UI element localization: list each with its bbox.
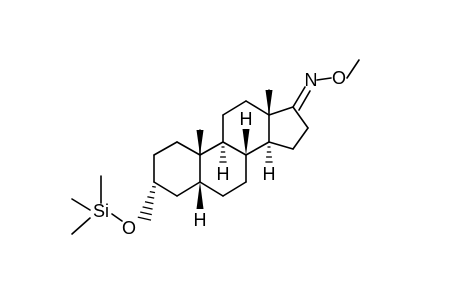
bond-c10-c9 xyxy=(199,141,224,156)
hashed-wedge-bonds xyxy=(137,146,273,221)
bond-c17-n-a xyxy=(292,86,306,108)
bond-c11-c12 xyxy=(222,100,247,116)
atom-label-h8: H xyxy=(240,109,253,129)
hashed-bond-c9-h xyxy=(219,146,227,163)
bond-o-ch3 xyxy=(346,59,360,79)
atom-label-oxime-o: O xyxy=(332,68,346,88)
bond-o-si xyxy=(111,213,123,222)
atom-label-h14: H xyxy=(263,164,276,184)
bond-n-o xyxy=(316,77,332,81)
wedge-bond-c10-me xyxy=(196,130,204,155)
wedge-bond-c13-me xyxy=(265,90,273,115)
atom-labels: Si O N O H H H H xyxy=(93,68,346,238)
bond-c17-n-b xyxy=(298,90,311,111)
bond-c15-c14 xyxy=(268,141,294,150)
atom-label-si: Si xyxy=(93,201,109,221)
bond-c12-c13 xyxy=(245,100,270,116)
atom-label-ether-o: O xyxy=(122,218,136,238)
bond-c4-c5 xyxy=(176,181,201,197)
bond-c13-c17 xyxy=(268,106,294,116)
bond-si-me-bottom xyxy=(71,217,91,235)
bond-c9-c8 xyxy=(222,141,247,156)
bond-c16-c15 xyxy=(292,127,309,150)
hashed-bond-c14-h xyxy=(265,146,273,163)
bond-si-me-left xyxy=(71,198,91,211)
bond-c17-c16 xyxy=(292,106,309,129)
atom-label-h5: H xyxy=(194,210,207,230)
wedge-bond-c8-h xyxy=(242,129,250,155)
bond-c6-c5 xyxy=(199,181,224,197)
bond-c7-c6 xyxy=(222,181,247,197)
solid-wedge-bonds xyxy=(196,90,273,209)
bond-c1-c2 xyxy=(153,141,178,156)
bond-c10-c1 xyxy=(176,141,201,156)
atom-label-oxime-n: N xyxy=(305,70,318,90)
atom-label-h9: H xyxy=(217,164,230,184)
hashed-bond-c3-o xyxy=(137,185,156,221)
bond-c3-c4 xyxy=(153,181,178,197)
bond-c14-c8 xyxy=(245,141,270,156)
wedge-bond-c5-h xyxy=(196,182,204,209)
